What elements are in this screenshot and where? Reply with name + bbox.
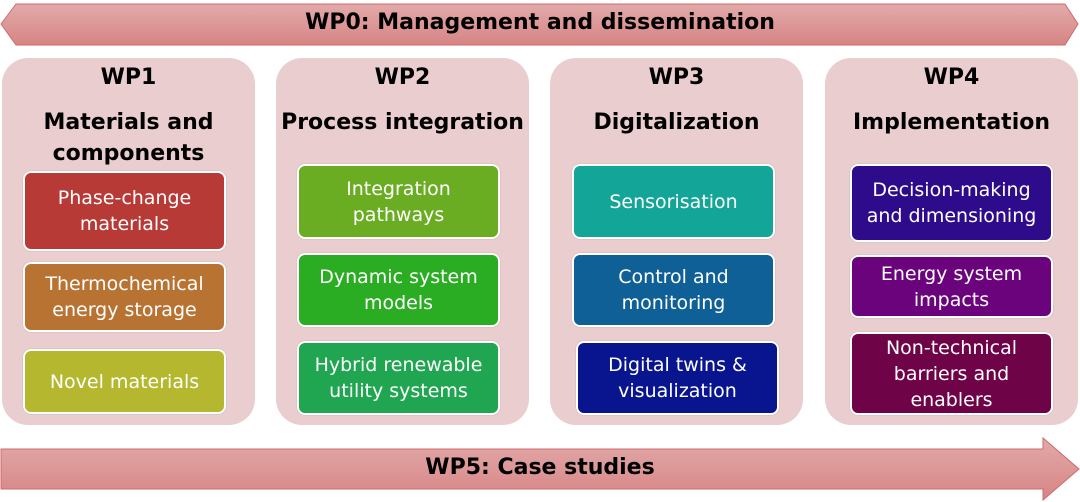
wp4-item: Non-technical barriers and enablers — [850, 332, 1053, 415]
wp0-arrow — [0, 3, 1079, 46]
wp3-id: WP3 — [648, 65, 705, 90]
wp3-item: Sensorisation — [572, 164, 775, 239]
wp3-item: Digital twins & visualization — [576, 341, 779, 415]
wp4-title: Implementation — [852, 110, 1051, 135]
wp2-item: Integration pathways — [297, 164, 500, 239]
wp0-label: WP0: Management and dissemination — [305, 10, 775, 35]
wp2-id: WP2 — [374, 65, 431, 90]
wp1-item: Novel materials — [23, 349, 226, 414]
wp2-column: WP2 Process integration Integration path… — [276, 58, 529, 425]
wp2-item: Hybrid renewable utility systems — [297, 341, 500, 415]
wp4-column: WP4 Implementation Decision-making and d… — [825, 58, 1078, 425]
wp4-item: Decision-making and dimensioning — [850, 164, 1053, 242]
wp1-title: Materials and components — [43, 110, 214, 166]
wp5-label: WP5: Case studies — [425, 455, 655, 480]
wp4-id: WP4 — [923, 65, 980, 90]
wp3-title: Digitalization — [593, 110, 760, 135]
wp1-column: WP1 Materials and components Phase-chang… — [2, 58, 255, 425]
wp2-title: Process integration — [281, 110, 524, 135]
wp1-item: Phase-change materials — [23, 171, 226, 251]
wp4-item: Energy system impacts — [850, 255, 1053, 318]
wp3-item: Control and monitoring — [572, 253, 775, 327]
wp1-item: Thermochemical energy storage — [23, 262, 226, 332]
wp2-item: Dynamic system models — [297, 253, 500, 327]
wp3-column: WP3 Digitalization Sensorisation Control… — [550, 58, 803, 425]
wp1-id: WP1 — [100, 65, 157, 90]
wp5-arrow — [0, 436, 1080, 502]
